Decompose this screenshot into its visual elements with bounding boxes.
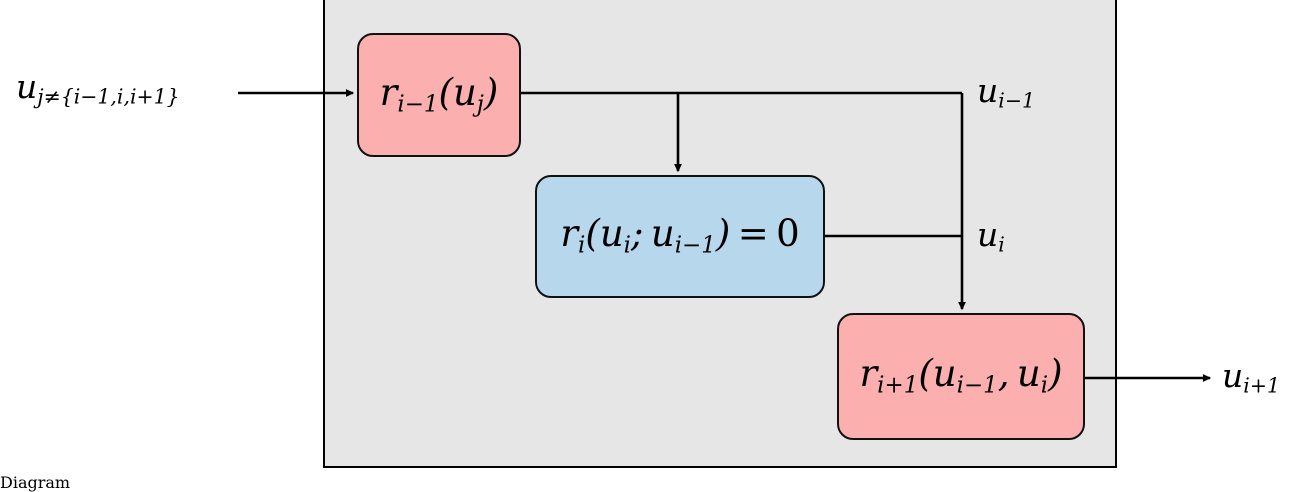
label-output-current: ui [977,215,1005,257]
node-residual-prev-label: ri−1(uj) [379,70,499,118]
node-residual-current-label: ri(ui; ui−1) = 0 [560,212,800,259]
label-output-prev: ui−1 [977,71,1035,113]
diagram-canvas: ri−1(uj) ri(ui; ui−1) = 0 ri+1(ui−1, ui)… [16,0,1280,468]
node-residual-current[interactable]: ri(ui; ui−1) = 0 [535,175,825,298]
connector-wires [238,89,1212,382]
node-residual-prev[interactable]: ri−1(uj) [357,33,521,157]
label-input: uj≠{i−1,i,i+1} [16,67,180,109]
node-residual-next-label: ri+1(ui−1, ui) [859,352,1063,399]
label-output-next: ui+1 [1222,356,1280,398]
node-residual-next[interactable]: ri+1(ui−1, ui) [837,313,1085,440]
